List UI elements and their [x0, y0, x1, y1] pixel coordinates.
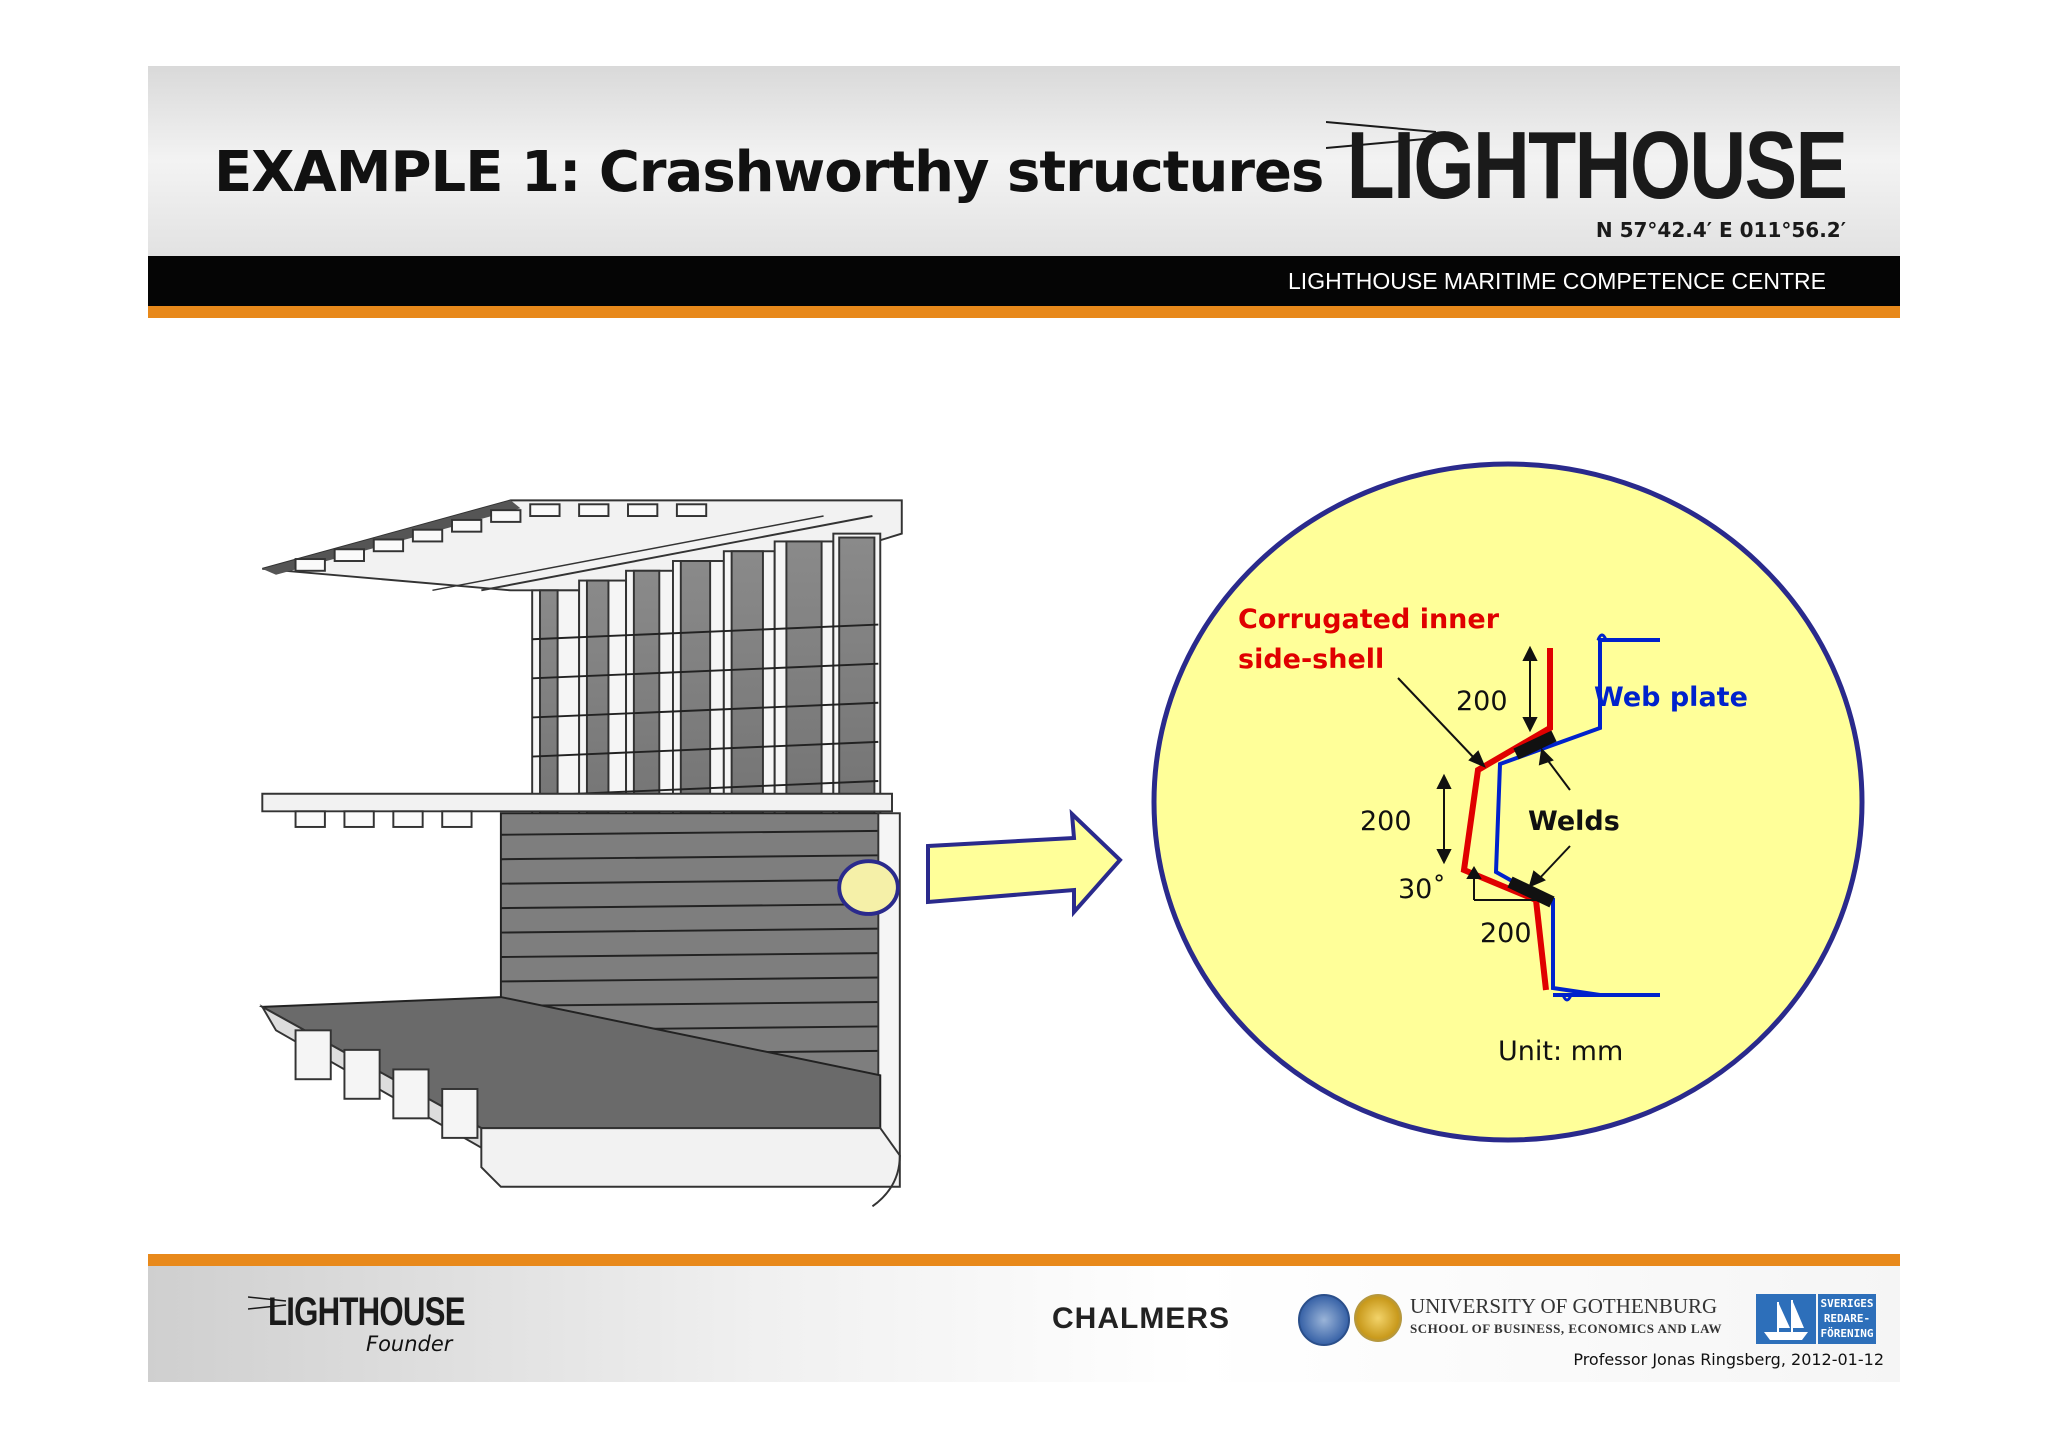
- angle-label: 30˚: [1398, 874, 1446, 905]
- footer-founder-label: Founder: [366, 1332, 453, 1356]
- logo-wordmark: LIGHTHOUSE: [1346, 112, 1847, 219]
- footer: LIGHTHOUSE Founder CHALMERS UNIVERSITY O…: [148, 1266, 1900, 1382]
- university-seal-icon: [1298, 1294, 1350, 1346]
- lighthouse-beam-icon: [1326, 121, 1437, 149]
- corrugated-label-line1: Corrugated inner: [1238, 604, 1500, 635]
- web-plate-label: Web plate: [1594, 682, 1748, 713]
- unit-label: Unit: mm: [1498, 1036, 1624, 1067]
- header: EXAMPLE 1: Crashworthy structures LIGHTH…: [148, 66, 1900, 256]
- zoom-arrow-icon: [926, 808, 1123, 918]
- footer-accent-bar: [148, 1254, 1900, 1266]
- lighthouse-logo: LIGHTHOUSE N 57°42.4′ E 011°56.2′: [1326, 112, 1848, 248]
- sveriges-line2: REDARE-: [1823, 1312, 1871, 1325]
- school-crest-icon: [1354, 1294, 1402, 1342]
- school-name: SCHOOL OF BUSINESS, ECONOMICS AND LAW: [1410, 1321, 1723, 1336]
- header-bar-text: LIGHTHOUSE MARITIME COMPETENCE CENTRE: [1288, 268, 1826, 294]
- footer-logo-wordmark: LIGHTHOUSE: [268, 1290, 466, 1334]
- corrugated-label-line2: side-shell: [1238, 644, 1385, 675]
- chalmers-logo: CHALMERS: [1052, 1302, 1230, 1335]
- sveriges-line1: SVERIGES: [1820, 1297, 1874, 1310]
- ship-logo-icon: [1756, 1294, 1816, 1344]
- dimension-left: 200: [1360, 806, 1412, 837]
- sveriges-text-block: SVERIGES REDARE- FÖRENING: [1818, 1294, 1876, 1344]
- header-accent-bar: [148, 306, 1900, 318]
- logo-coordinates: N 57°42.4′ E 011°56.2′: [1595, 218, 1846, 242]
- ship-structure-illustration: [258, 499, 903, 1208]
- dimension-bottom: 200: [1480, 918, 1532, 949]
- university-name: UNIVERSITY OF GOTHENBURG: [1410, 1294, 1718, 1318]
- header-bar: LIGHTHOUSE MARITIME COMPETENCE CENTRE: [148, 256, 1900, 306]
- welds-label: Welds: [1528, 806, 1620, 837]
- sveriges-redareforening-logo: SVERIGES REDARE- FÖRENING: [1756, 1294, 1876, 1344]
- slide-title: EXAMPLE 1: Crashworthy structures: [214, 140, 1324, 205]
- footer-logo-beam-icon: [248, 1296, 287, 1310]
- author-credit: Professor Jonas Ringsberg, 2012-01-12: [1573, 1350, 1884, 1369]
- dimension-top: 200: [1456, 686, 1508, 717]
- sveriges-line3: FÖRENING: [1820, 1327, 1874, 1340]
